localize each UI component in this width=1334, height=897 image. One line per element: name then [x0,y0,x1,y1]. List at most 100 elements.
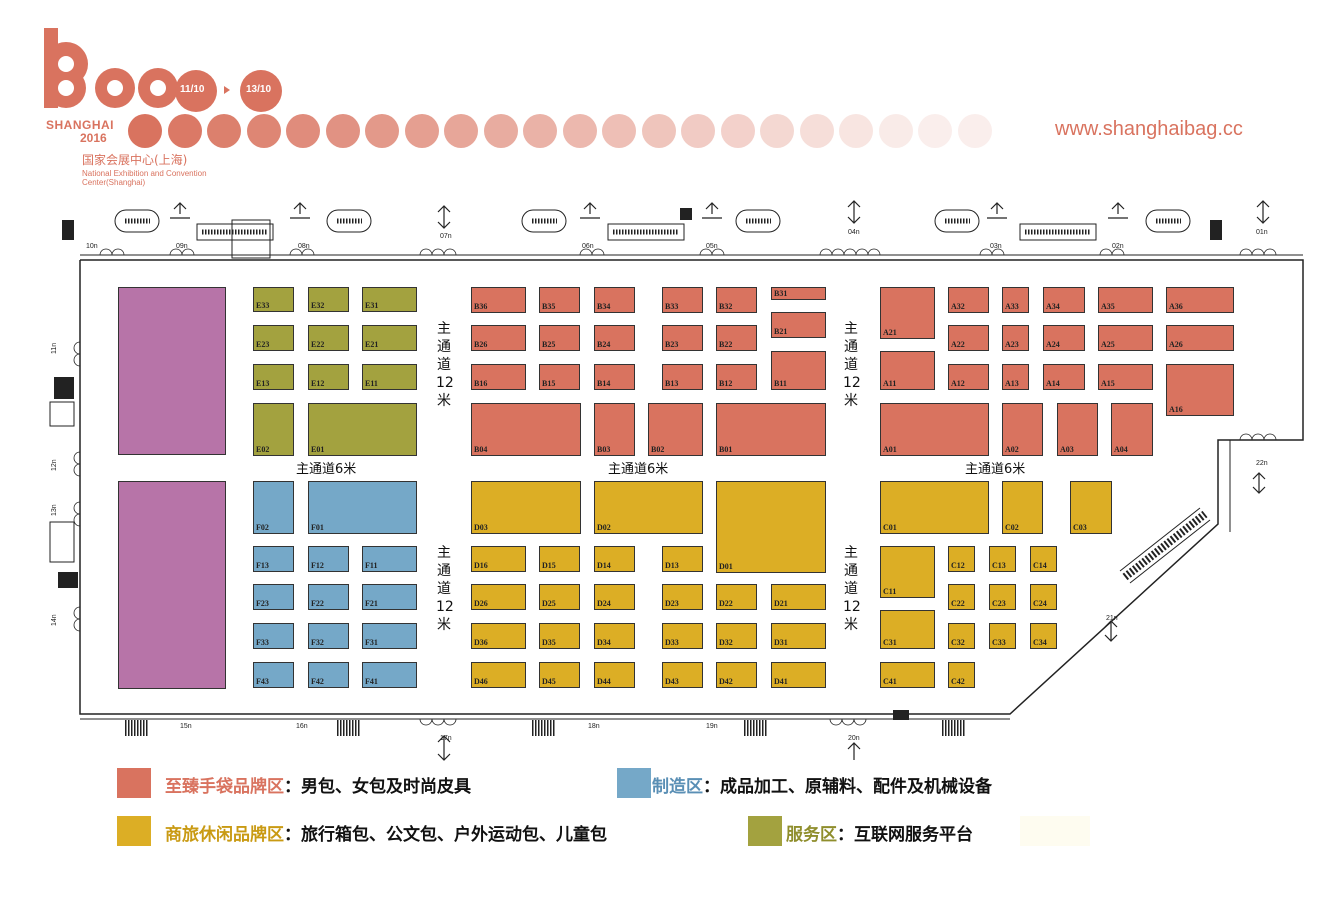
booth-c02[interactable]: C02 [1002,481,1043,534]
booth-f11[interactable]: F11 [362,546,417,572]
booth-f01[interactable]: F01 [308,481,417,534]
booth-a21[interactable]: A21 [880,287,935,339]
booth-f13[interactable]: F13 [253,546,294,572]
booth-b13[interactable]: B13 [662,364,703,390]
booth-a32[interactable]: A32 [948,287,989,313]
booth-d35[interactable]: D35 [539,623,580,649]
booth-b02[interactable]: B02 [648,403,703,456]
booth-d02[interactable]: D02 [594,481,703,534]
booth-a36[interactable]: A36 [1166,287,1234,313]
booth-a11[interactable]: A11 [880,351,935,390]
booth-b32[interactable]: B32 [716,287,757,313]
booth-a34[interactable]: A34 [1043,287,1085,313]
booth-c03[interactable]: C03 [1070,481,1112,534]
booth-d25[interactable]: D25 [539,584,580,610]
website-link[interactable]: www.shanghaibag.cc [1055,118,1243,140]
booth-d34[interactable]: D34 [594,623,635,649]
booth-d36[interactable]: D36 [471,623,526,649]
booth-c24[interactable]: C24 [1030,584,1057,610]
booth-d33[interactable]: D33 [662,623,703,649]
booth-b36[interactable]: B36 [471,287,526,313]
booth-a02[interactable]: A02 [1002,403,1043,456]
booth-d31[interactable]: D31 [771,623,826,649]
booth-c01[interactable]: C01 [880,481,989,534]
booth-f23[interactable]: F23 [253,584,294,610]
booth-c42[interactable]: C42 [948,662,975,688]
booth-f31[interactable]: F31 [362,623,417,649]
booth-a25[interactable]: A25 [1098,325,1153,351]
booth-b25[interactable]: B25 [539,325,580,351]
booth-a01[interactable]: A01 [880,403,989,456]
booth-a24[interactable]: A24 [1043,325,1085,351]
booth-b35[interactable]: B35 [539,287,580,313]
booth-a15[interactable]: A15 [1098,364,1153,390]
booth-d41[interactable]: D41 [771,662,826,688]
booth-e33[interactable]: E33 [253,287,294,312]
booth-d01[interactable]: D01 [716,481,826,573]
booth-a35[interactable]: A35 [1098,287,1153,313]
booth-e01[interactable]: E01 [308,403,417,456]
booth-b03[interactable]: B03 [594,403,635,456]
booth-c34[interactable]: C34 [1030,623,1057,649]
booth-purple-north[interactable] [118,287,226,455]
booth-b22[interactable]: B22 [716,325,757,351]
booth-d42[interactable]: D42 [716,662,757,688]
booth-f43[interactable]: F43 [253,662,294,688]
booth-e13[interactable]: E13 [253,364,294,390]
booth-e22[interactable]: E22 [308,325,349,351]
booth-purple-south[interactable] [118,481,226,689]
booth-d46[interactable]: D46 [471,662,526,688]
booth-f02[interactable]: F02 [253,481,294,534]
booth-a26[interactable]: A26 [1166,325,1234,351]
booth-c23[interactable]: C23 [989,584,1016,610]
booth-b11[interactable]: B11 [771,351,826,390]
booth-b14[interactable]: B14 [594,364,635,390]
booth-d03[interactable]: D03 [471,481,581,534]
booth-f32[interactable]: F32 [308,623,349,649]
booth-b34[interactable]: B34 [594,287,635,313]
booth-a16[interactable]: A16 [1166,364,1234,416]
booth-a04[interactable]: A04 [1111,403,1153,456]
booth-f21[interactable]: F21 [362,584,417,610]
booth-c33[interactable]: C33 [989,623,1016,649]
booth-d22[interactable]: D22 [716,584,757,610]
booth-f33[interactable]: F33 [253,623,294,649]
booth-c11[interactable]: C11 [880,546,935,598]
booth-d16[interactable]: D16 [471,546,526,572]
booth-c14[interactable]: C14 [1030,546,1057,572]
booth-c13[interactable]: C13 [989,546,1016,572]
booth-c32[interactable]: C32 [948,623,975,649]
booth-d43[interactable]: D43 [662,662,703,688]
booth-c31[interactable]: C31 [880,610,935,649]
booth-a23[interactable]: A23 [1002,325,1029,351]
booth-c41[interactable]: C41 [880,662,935,688]
booth-f22[interactable]: F22 [308,584,349,610]
booth-d15[interactable]: D15 [539,546,580,572]
booth-b12[interactable]: B12 [716,364,757,390]
booth-e21[interactable]: E21 [362,325,417,351]
booth-b21[interactable]: B21 [771,312,826,338]
booth-a03[interactable]: A03 [1057,403,1098,456]
booth-b23[interactable]: B23 [662,325,703,351]
booth-b26[interactable]: B26 [471,325,526,351]
booth-a13[interactable]: A13 [1002,364,1029,390]
booth-c12[interactable]: C12 [948,546,975,572]
booth-c22[interactable]: C22 [948,584,975,610]
booth-e32[interactable]: E32 [308,287,349,312]
booth-e02[interactable]: E02 [253,403,294,456]
booth-a22[interactable]: A22 [948,325,989,351]
booth-a12[interactable]: A12 [948,364,989,390]
booth-b04[interactable]: B04 [471,403,581,456]
booth-e11[interactable]: E11 [362,364,417,390]
booth-d14[interactable]: D14 [594,546,635,572]
booth-d32[interactable]: D32 [716,623,757,649]
booth-d24[interactable]: D24 [594,584,635,610]
booth-d13[interactable]: D13 [662,546,703,572]
booth-d26[interactable]: D26 [471,584,526,610]
booth-e12[interactable]: E12 [308,364,349,390]
booth-f42[interactable]: F42 [308,662,349,688]
booth-d21[interactable]: D21 [771,584,826,610]
booth-f12[interactable]: F12 [308,546,349,572]
booth-e23[interactable]: E23 [253,325,294,351]
booth-d44[interactable]: D44 [594,662,635,688]
